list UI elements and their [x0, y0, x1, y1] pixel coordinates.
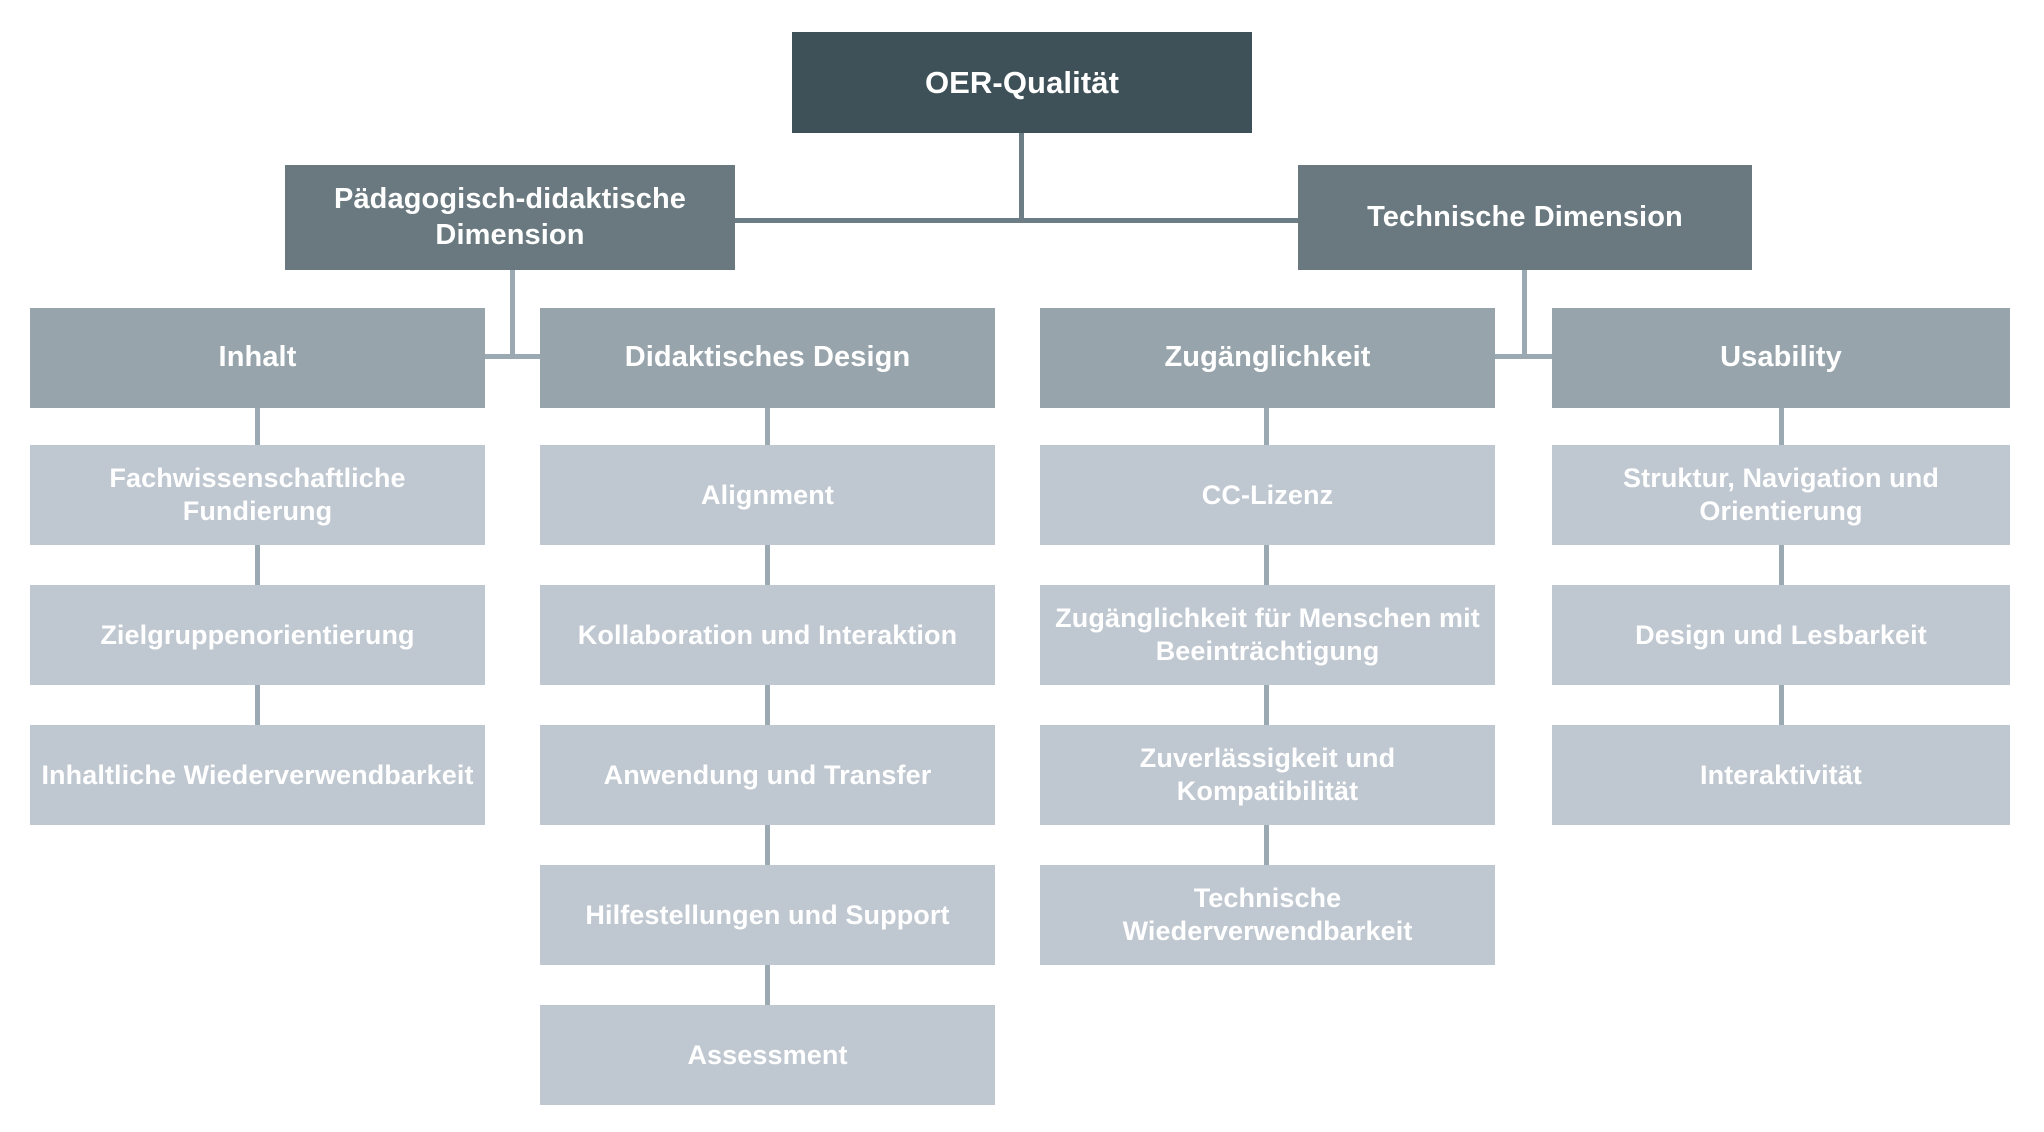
connector-pedagogical-stem [510, 270, 515, 358]
connector-pedagogical-bus [485, 354, 540, 359]
connector-usability-spine [1779, 408, 1784, 725]
node-technische-dimension[interactable]: Technische Dimension [1298, 165, 1752, 270]
connector-dimension-bus [735, 218, 1345, 223]
connector-didaktisches-design-spine [765, 408, 770, 1005]
node-hilfestellungen-und-support[interactable]: Hilfestellungen und Support [540, 865, 995, 965]
node-kollaboration-und-interaktion[interactable]: Kollaboration und Interaktion [540, 585, 995, 685]
node-alignment[interactable]: Alignment [540, 445, 995, 545]
connector-technical-bus [1495, 354, 1552, 359]
node-inhalt[interactable]: Inhalt [30, 308, 485, 408]
node-anwendung-und-transfer[interactable]: Anwendung und Transfer [540, 725, 995, 825]
node-interaktivitaet[interactable]: Interaktivität [1552, 725, 2010, 825]
node-didaktisches-design[interactable]: Didaktisches Design [540, 308, 995, 408]
node-technische-wiederverwendbarkeit[interactable]: Technische Wiederverwendbarkeit [1040, 865, 1495, 965]
node-struktur-navigation-und-orientierung[interactable]: Struktur, Navigation und Orientierung [1552, 445, 2010, 545]
node-oer-qualitaet[interactable]: OER-Qualität [792, 32, 1252, 133]
node-assessment[interactable]: Assessment [540, 1005, 995, 1105]
node-zugaenglichkeit[interactable]: Zugänglichkeit [1040, 308, 1495, 408]
node-zugaenglichkeit-fuer-menschen-mit-beeintraechtigung[interactable]: Zugänglichkeit für Menschen mit Beeinträ… [1040, 585, 1495, 685]
node-design-und-lesbarkeit[interactable]: Design und Lesbarkeit [1552, 585, 2010, 685]
connector-root-stem [1019, 133, 1024, 222]
node-fachwissenschaftliche-fundierung[interactable]: Fachwissenschaftliche Fundierung [30, 445, 485, 545]
connector-inhalt-spine [255, 408, 260, 725]
node-inhaltliche-wiederverwendbarkeit[interactable]: Inhaltliche Wiederverwendbarkeit [30, 725, 485, 825]
node-paedagogisch-didaktische-dimension[interactable]: Pädagogisch-didaktische Dimension [285, 165, 735, 270]
node-zielgruppenorientierung[interactable]: Zielgruppenorientierung [30, 585, 485, 685]
node-usability[interactable]: Usability [1552, 308, 2010, 408]
connector-technical-stem [1522, 270, 1527, 358]
node-cc-lizenz[interactable]: CC-Lizenz [1040, 445, 1495, 545]
node-zuverlaessigkeit-und-kompatibilitaet[interactable]: Zuverlässigkeit und Kompatibilität [1040, 725, 1495, 825]
